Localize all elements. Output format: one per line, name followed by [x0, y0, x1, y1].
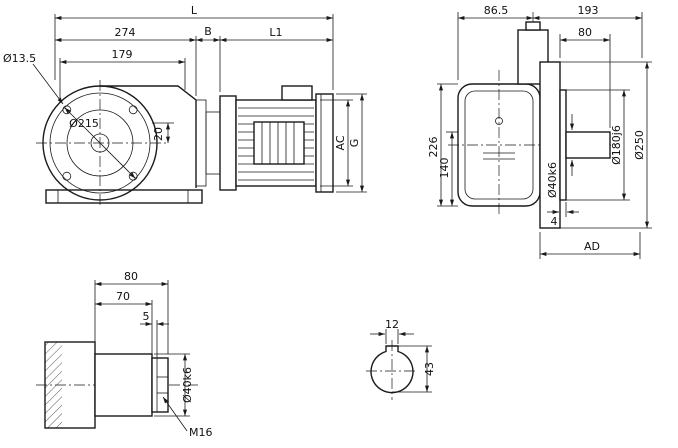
dim-12: 12 — [370, 318, 414, 344]
motor — [235, 85, 334, 193]
thread-m16-label: M16 — [189, 426, 213, 439]
front-view: 86.5 193 80 226 140 Ø40k6 — [427, 4, 652, 259]
dim-l1-label: L1 — [269, 26, 282, 39]
dim-140-label: 140 — [438, 158, 451, 179]
oil-plug — [495, 117, 503, 125]
dim-250-label: Ø250 — [633, 130, 646, 160]
centerlines — [36, 80, 168, 208]
dim-86-5-label: 86.5 — [484, 4, 509, 17]
dim-193-label: 193 — [578, 4, 599, 17]
dim-4-label: 4 — [551, 215, 558, 228]
dim-AC: AC — [320, 99, 353, 187]
dim-L: L — [54, 4, 334, 90]
dim-G: G — [336, 93, 367, 193]
dim-193: 193 — [533, 4, 643, 58]
bolt-hole — [62, 171, 72, 181]
terminal-box — [281, 85, 313, 101]
dim-226: 226 — [427, 83, 458, 207]
dim-250: Ø250 — [560, 61, 652, 229]
dim-43-label: 43 — [423, 362, 436, 376]
side-view: L 274 B L1 179 Ø13.5 Ø215 — [3, 4, 367, 208]
dim-b-label: B — [204, 25, 212, 38]
dim-13-5-label: Ø13.5 — [3, 52, 36, 65]
dim-AD: AD — [539, 232, 641, 259]
dim-5-label: 5 — [143, 310, 150, 323]
dim-215-label: Ø215 — [69, 117, 99, 130]
callout-m16: M16 — [162, 396, 213, 439]
solid-output-shaft — [94, 353, 169, 417]
motor-core — [253, 121, 305, 165]
dim-40k6-front: Ø40k6 — [546, 114, 575, 198]
dim-chain-274-B-L1: 274 B L1 — [55, 25, 333, 96]
key-cross-section: 12 43 — [366, 318, 436, 400]
dim-70-label: 70 — [116, 290, 130, 303]
dim-86-5: 86.5 — [457, 4, 533, 80]
dim-80-shaft: 80 — [94, 270, 169, 354]
dim-20: 20 — [152, 122, 174, 143]
adapter-flange — [195, 95, 237, 191]
dim-80-front-label: 80 — [578, 26, 592, 39]
gearcase-front — [457, 83, 541, 207]
dim-180j6-label: Ø180j6 — [610, 125, 623, 165]
dim-40k6-front-label: Ø40k6 — [546, 162, 559, 198]
dim-4: 4 — [547, 202, 579, 228]
dim-140: 140 — [438, 131, 458, 206]
dim-5: 5 — [140, 310, 169, 358]
dim-180j6: Ø180j6 — [566, 89, 630, 201]
dim-40k6-shaft: Ø40k6 — [154, 353, 194, 417]
dim-hole-13-5: Ø13.5 — [3, 52, 64, 105]
dim-flange-215: Ø215 — [64, 107, 136, 179]
dim-12-label: 12 — [385, 318, 399, 331]
dim-l-label: L — [191, 4, 198, 17]
dim-43: 43 — [392, 345, 436, 393]
dim-226-label: 226 — [427, 137, 440, 158]
flange-outer-circle — [42, 85, 158, 201]
input-shaft-housing — [517, 21, 549, 85]
flange-plate — [539, 61, 561, 229]
dim-274-label: 274 — [115, 26, 136, 39]
dim-20-label: 20 — [152, 127, 165, 141]
section-hatch — [45, 342, 62, 428]
flange-circle — [49, 92, 151, 194]
dim-80-shaft-label: 80 — [124, 270, 138, 283]
dim-ac-label: AC — [334, 135, 347, 150]
shaft-end-view: 80 70 5 Ø40k6 M16 — [36, 270, 213, 439]
bolt-hole — [128, 105, 138, 115]
flange-spigot — [559, 89, 567, 201]
fan-cover — [315, 93, 334, 193]
dim-179-label: 179 — [112, 48, 133, 61]
output-flange — [539, 61, 611, 229]
dim-80-front: 80 — [559, 26, 611, 128]
dim-70: 70 — [94, 290, 153, 354]
dim-179: 179 — [59, 48, 186, 102]
dim-40k6-shaft-label: Ø40k6 — [181, 367, 194, 403]
dim-g-label: G — [348, 139, 361, 148]
output-shaft — [565, 131, 611, 159]
dim-ad-label: AD — [584, 240, 600, 253]
